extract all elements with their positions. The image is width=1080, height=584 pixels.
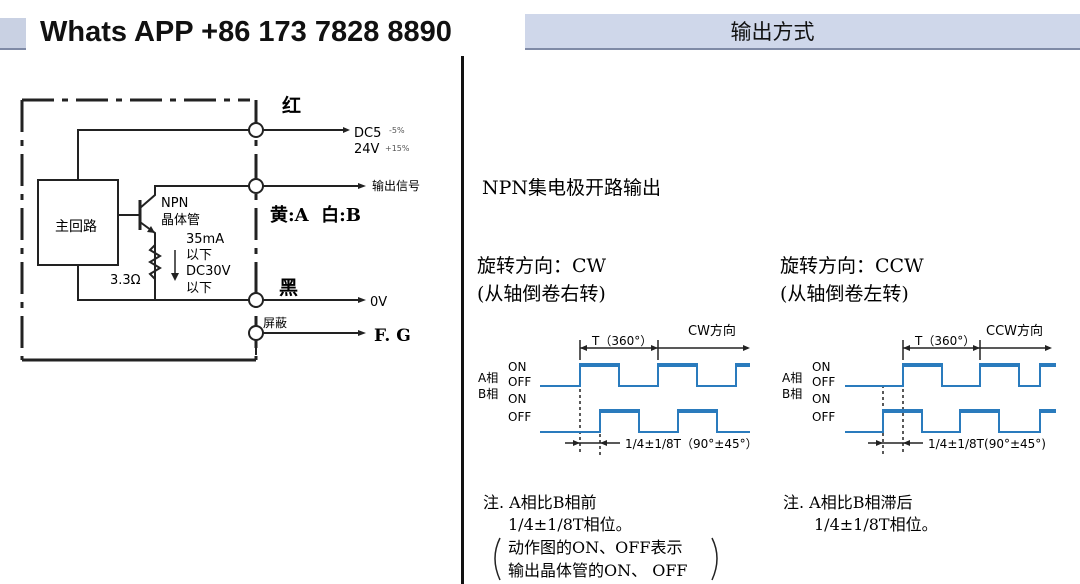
ccw-arrow-label: CCW方向 [986,323,1043,339]
cw-arrowheads [573,345,750,446]
supply-line2-tol: +15% [385,144,410,153]
cw-note-line3: 动作图的ON、OFF表示 [508,538,682,557]
cw-period-label: T（360°） [591,334,652,348]
ccw-waveforms [845,363,1056,433]
voltage-rating: DC30V [186,264,231,279]
frame-ground-label: F. G [374,326,411,346]
note-bracket-right [711,537,718,581]
ccw-on-b: ON [812,392,830,406]
ccw-note-line1: 注. A相比B相滞后 [783,493,913,512]
current-rating: 35mA [186,232,224,247]
vertical-divider [461,56,464,584]
header-band: 输出方式 [525,14,1080,50]
whatsapp-banner: Whats APP +86 173 7828 8890 [26,8,466,56]
wire-yellow-white-label: 黄:A 白:B [270,204,361,226]
cw-note-line1: 注. A相比B相前 [483,493,597,512]
ccw-phase-b-wave [845,409,1056,433]
ccw-direction-sub: (从轴倒卷左转) [780,283,909,305]
note-bracket-left [494,537,501,581]
line-arrowheads [343,127,366,336]
cw-waveforms [540,363,750,433]
ccw-phase-a: A相 [782,371,802,385]
supply-line2: 24V [354,142,380,157]
cw-phase-b: B相 [478,387,498,401]
ccw-phase-diff: 1/4±1/8T(90°±45°) [928,437,1046,451]
voltage-rating-below: 以下 [186,281,212,296]
supply-line1-tol: -5% [389,126,405,135]
cw-direction-sub: (从轴倒卷右转) [477,283,606,305]
wire-red-label: 红 [282,94,301,117]
cw-off-b: OFF [508,410,531,424]
cw-phase-a-wave [540,363,750,387]
main-circuit-label: 主回路 [55,219,97,235]
cw-phase-diff: 1/4±1/8T（90°±45°） [625,437,758,451]
output-type-title: NPN集电极开路输出 [482,177,661,199]
cw-arrow-label: CW方向 [688,323,736,339]
cw-phase-b-wave [540,409,750,433]
output-signal-label: 输出信号 [372,178,420,193]
ccw-period-label: T（360°） [914,334,975,348]
cw-on-b: ON [508,392,526,406]
encoder-housing [20,98,258,362]
supply-line1: DC5 [354,126,381,141]
section-title: 输出方式 [730,20,815,44]
ccw-direction-title: 旋转方向：CCW [780,255,924,277]
terminal-circles [248,122,264,341]
main-circuit-box [37,179,119,266]
cw-off-a: OFF [508,375,531,389]
resistor-label: 3.3Ω [110,273,141,288]
cw-direction-title: 旋转方向：CW [477,255,607,277]
cw-phase-a: A相 [478,371,498,385]
ccw-off-b: OFF [812,410,835,424]
cw-on-a: ON [508,360,526,374]
ccw-off-a: OFF [812,375,835,389]
ccw-on-a: ON [812,360,830,374]
ccw-arrowheads [876,345,1052,446]
transistor-label-1: NPN [161,196,188,211]
header-band-left [0,18,26,50]
ccw-phase-b: B相 [782,387,802,401]
shield-label: 屏蔽 [263,316,287,330]
wire-black-label: 黑 [279,277,298,299]
ccw-note-line2: 1/4±1/8T相位。 [814,515,938,534]
transistor-label-2: 晶体管 [161,213,200,228]
transistor-emitter-arrow [147,226,155,233]
ccw-phase-a-wave [845,363,1056,387]
cw-note-line2: 1/4±1/8T相位。 [508,515,632,534]
current-rating-below: 以下 [186,248,212,263]
zero-volt-label: 0V [370,295,387,310]
cw-note-line4: 输出晶体管的ON、 OFF [508,561,688,580]
current-arrow [171,250,179,281]
